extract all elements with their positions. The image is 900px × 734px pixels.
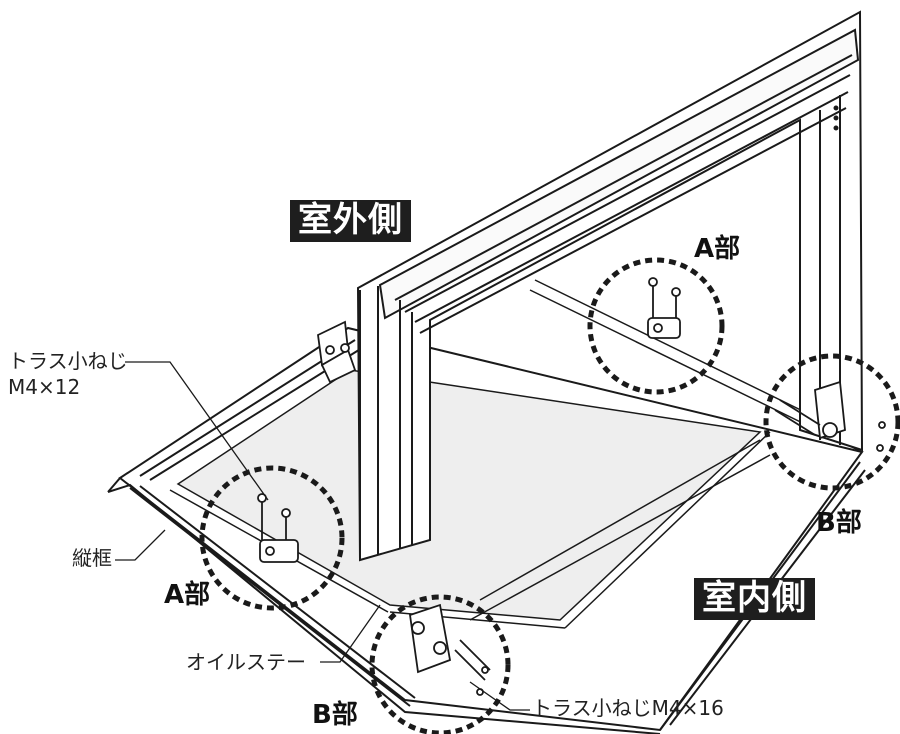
part-b-bottom-label: B部: [312, 700, 358, 730]
bracket-a-top: [647, 277, 681, 339]
screw-top-line2: M4×12: [8, 375, 81, 399]
hinge-b-right: [774, 380, 886, 452]
detail-circle-a-left: [199, 465, 345, 611]
part-a-top-label: A部: [694, 234, 741, 264]
glass-pane: [176, 369, 762, 621]
detail-circles: [199, 257, 900, 734]
part-a-left-label: A部: [164, 580, 211, 610]
left-corner-bracket: [317, 320, 357, 384]
hinge-b-bottom: [409, 603, 491, 696]
leader-screw-bottom: [469, 681, 530, 711]
detail-circle-a-top: [587, 257, 725, 395]
leader-oil-stay: [320, 604, 381, 663]
outdoor-side-tag: 室外側: [290, 200, 411, 242]
vertical-frame-label: 縦框: [72, 546, 112, 570]
leader-screw-top: [125, 361, 269, 501]
upper-frame: [356, 10, 864, 562]
screw-bottom-label: トラス小ねじM4×16: [532, 696, 724, 720]
leader-vertical-frame: [115, 529, 166, 561]
screw-top-label: トラス小ねじ M4×12: [8, 348, 128, 400]
leader-lines: [115, 361, 530, 711]
screw-top-line1: トラス小ねじ: [8, 349, 128, 373]
oil-stay-label: オイルステー: [186, 650, 306, 674]
detail-circle-b-bottom: [369, 594, 511, 734]
detail-circle-b-right: [763, 353, 900, 491]
part-b-right-label: B部: [816, 508, 862, 538]
indoor-side-tag: 室内側: [694, 578, 815, 620]
bracket-a-left: [257, 493, 299, 563]
